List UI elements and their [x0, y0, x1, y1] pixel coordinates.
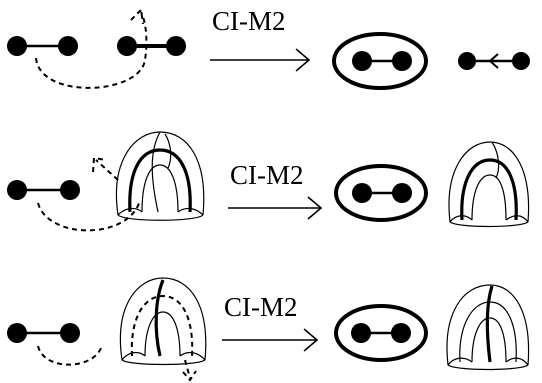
row3-arrow-label: CI-M2 [224, 292, 298, 322]
row-3: CI-M2 [7, 277, 530, 382]
row2-result-surface [448, 141, 530, 228]
row-2: CI-M2 [7, 131, 530, 232]
row1-arrow-label: CI-M2 [212, 6, 286, 36]
row1-left-dumbbell [7, 36, 78, 56]
row1-result-enclosed-dumbbell [332, 32, 428, 90]
row1-dashed-path [35, 7, 148, 89]
row-1: CI-M2 [7, 6, 530, 90]
row2-arrow [228, 196, 323, 220]
row3-result-enclosed-dumbbell [334, 304, 428, 362]
row1-arrow [210, 48, 311, 72]
row3-arrow [222, 328, 319, 352]
row3-result-surface [446, 284, 530, 371]
row2-arrow-label: CI-M2 [230, 160, 304, 190]
row3-left-surface [119, 277, 207, 382]
row1-right-dumbbell [117, 36, 186, 56]
row3-left-dumbbell [7, 323, 80, 343]
row2-left-dumbbell [7, 180, 80, 200]
row2-left-surface [116, 131, 205, 221]
row2-dashed-path [37, 156, 141, 232]
row2-result-enclosed-dumbbell [334, 164, 428, 222]
row1-result-dumbbell-arrow [458, 52, 530, 70]
row3-dashed-path [37, 344, 103, 366]
